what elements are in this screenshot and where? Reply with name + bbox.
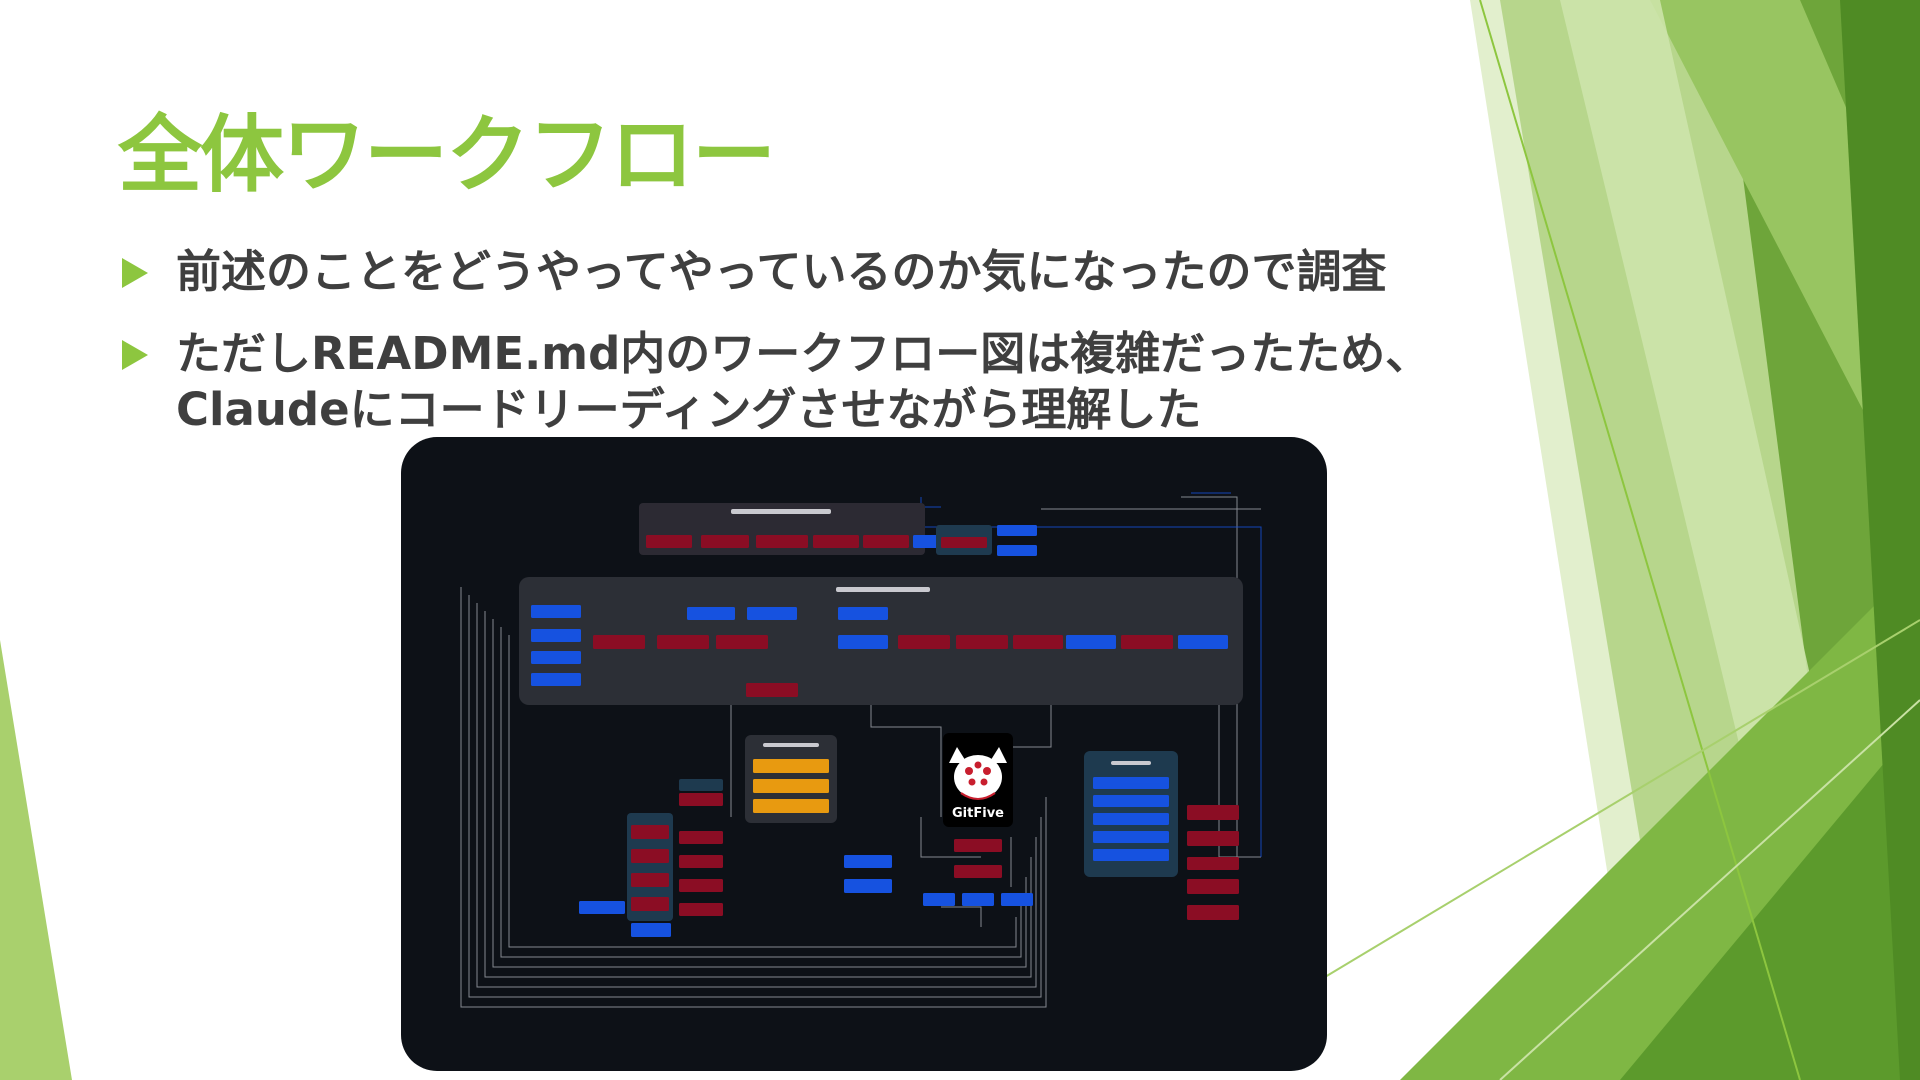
diagram-node — [923, 893, 955, 906]
diagram-node — [631, 873, 669, 887]
diagram-node — [954, 865, 1002, 878]
diagram-node — [747, 607, 797, 620]
diagram-node — [838, 607, 888, 620]
diagram-node — [1187, 857, 1239, 870]
diagram-node — [679, 793, 723, 806]
diagram-node — [753, 759, 829, 773]
diagram-node — [753, 779, 829, 793]
deco-line — [1319, 619, 1920, 981]
diagram-node — [844, 879, 892, 893]
slide-title: 全体ワークフロー — [118, 106, 776, 204]
diagram-node — [687, 607, 735, 620]
diagram-node — [844, 855, 892, 868]
diagram-group — [679, 779, 723, 791]
diagram-node — [941, 537, 987, 548]
diagram-node — [997, 545, 1037, 556]
diagram-node — [1187, 831, 1239, 846]
gitfive-logo-text: GitFive — [952, 806, 1004, 821]
diagram-node — [962, 893, 994, 906]
deco-line — [1479, 0, 1801, 1080]
diagram-group-title-bar — [763, 743, 819, 747]
diagram-node — [997, 525, 1037, 536]
diagram-node — [1187, 905, 1239, 920]
diagram-node-column — [531, 605, 581, 686]
bullet-item: ただしREADME.md内のワークフロー図は複雑だったため、Claudeにコード… — [122, 326, 1522, 438]
diagram-node — [631, 849, 669, 863]
diagram-node — [1093, 795, 1169, 807]
diagram-node — [679, 903, 723, 916]
deco-shape — [1620, 720, 1920, 1080]
bullet-item: 前述のことをどうやってやっているのか気になったので調査 — [122, 244, 1522, 300]
diagram-node — [679, 879, 723, 892]
diagram-node — [1093, 831, 1169, 843]
diagram-node-row — [593, 635, 1228, 649]
diagram-node — [746, 683, 798, 697]
diagram-node — [579, 901, 625, 914]
workflow-diagram: GitFive — [460, 492, 1262, 1008]
diagram-group — [627, 813, 673, 921]
bullet-arrow-icon — [122, 258, 148, 288]
diagram-node — [1001, 893, 1033, 906]
diagram-node — [631, 923, 671, 937]
bullet-arrow-icon — [122, 340, 148, 370]
diagram-group-title-bar — [1111, 761, 1151, 765]
bullet-text: ただしREADME.md内のワークフロー図は複雑だったため、Claudeにコード… — [176, 327, 1431, 436]
diagram-node — [1187, 805, 1239, 820]
diagram-node — [1093, 849, 1169, 861]
deco-shape — [1840, 0, 1920, 1080]
diagram-node — [1093, 777, 1169, 789]
diagram-node — [1187, 879, 1239, 894]
diagram-group-title-bar — [836, 587, 930, 592]
diagram-node — [679, 831, 723, 844]
bullet-text: 前述のことをどうやってやっているのか気になったので調査 — [176, 245, 1387, 298]
diagram-node — [1093, 813, 1169, 825]
deco-shape — [0, 640, 72, 1080]
diagram-node — [753, 799, 829, 813]
diagram-node — [631, 897, 669, 911]
deco-line — [1499, 699, 1920, 1080]
diagram-node — [631, 825, 669, 839]
diagram-node — [954, 839, 1002, 852]
gitfive-cat-icon — [949, 747, 1007, 800]
workflow-diagram-image: GitFive — [401, 437, 1327, 1071]
diagram-group-title-bar — [731, 509, 831, 514]
diagram-node — [679, 855, 723, 868]
